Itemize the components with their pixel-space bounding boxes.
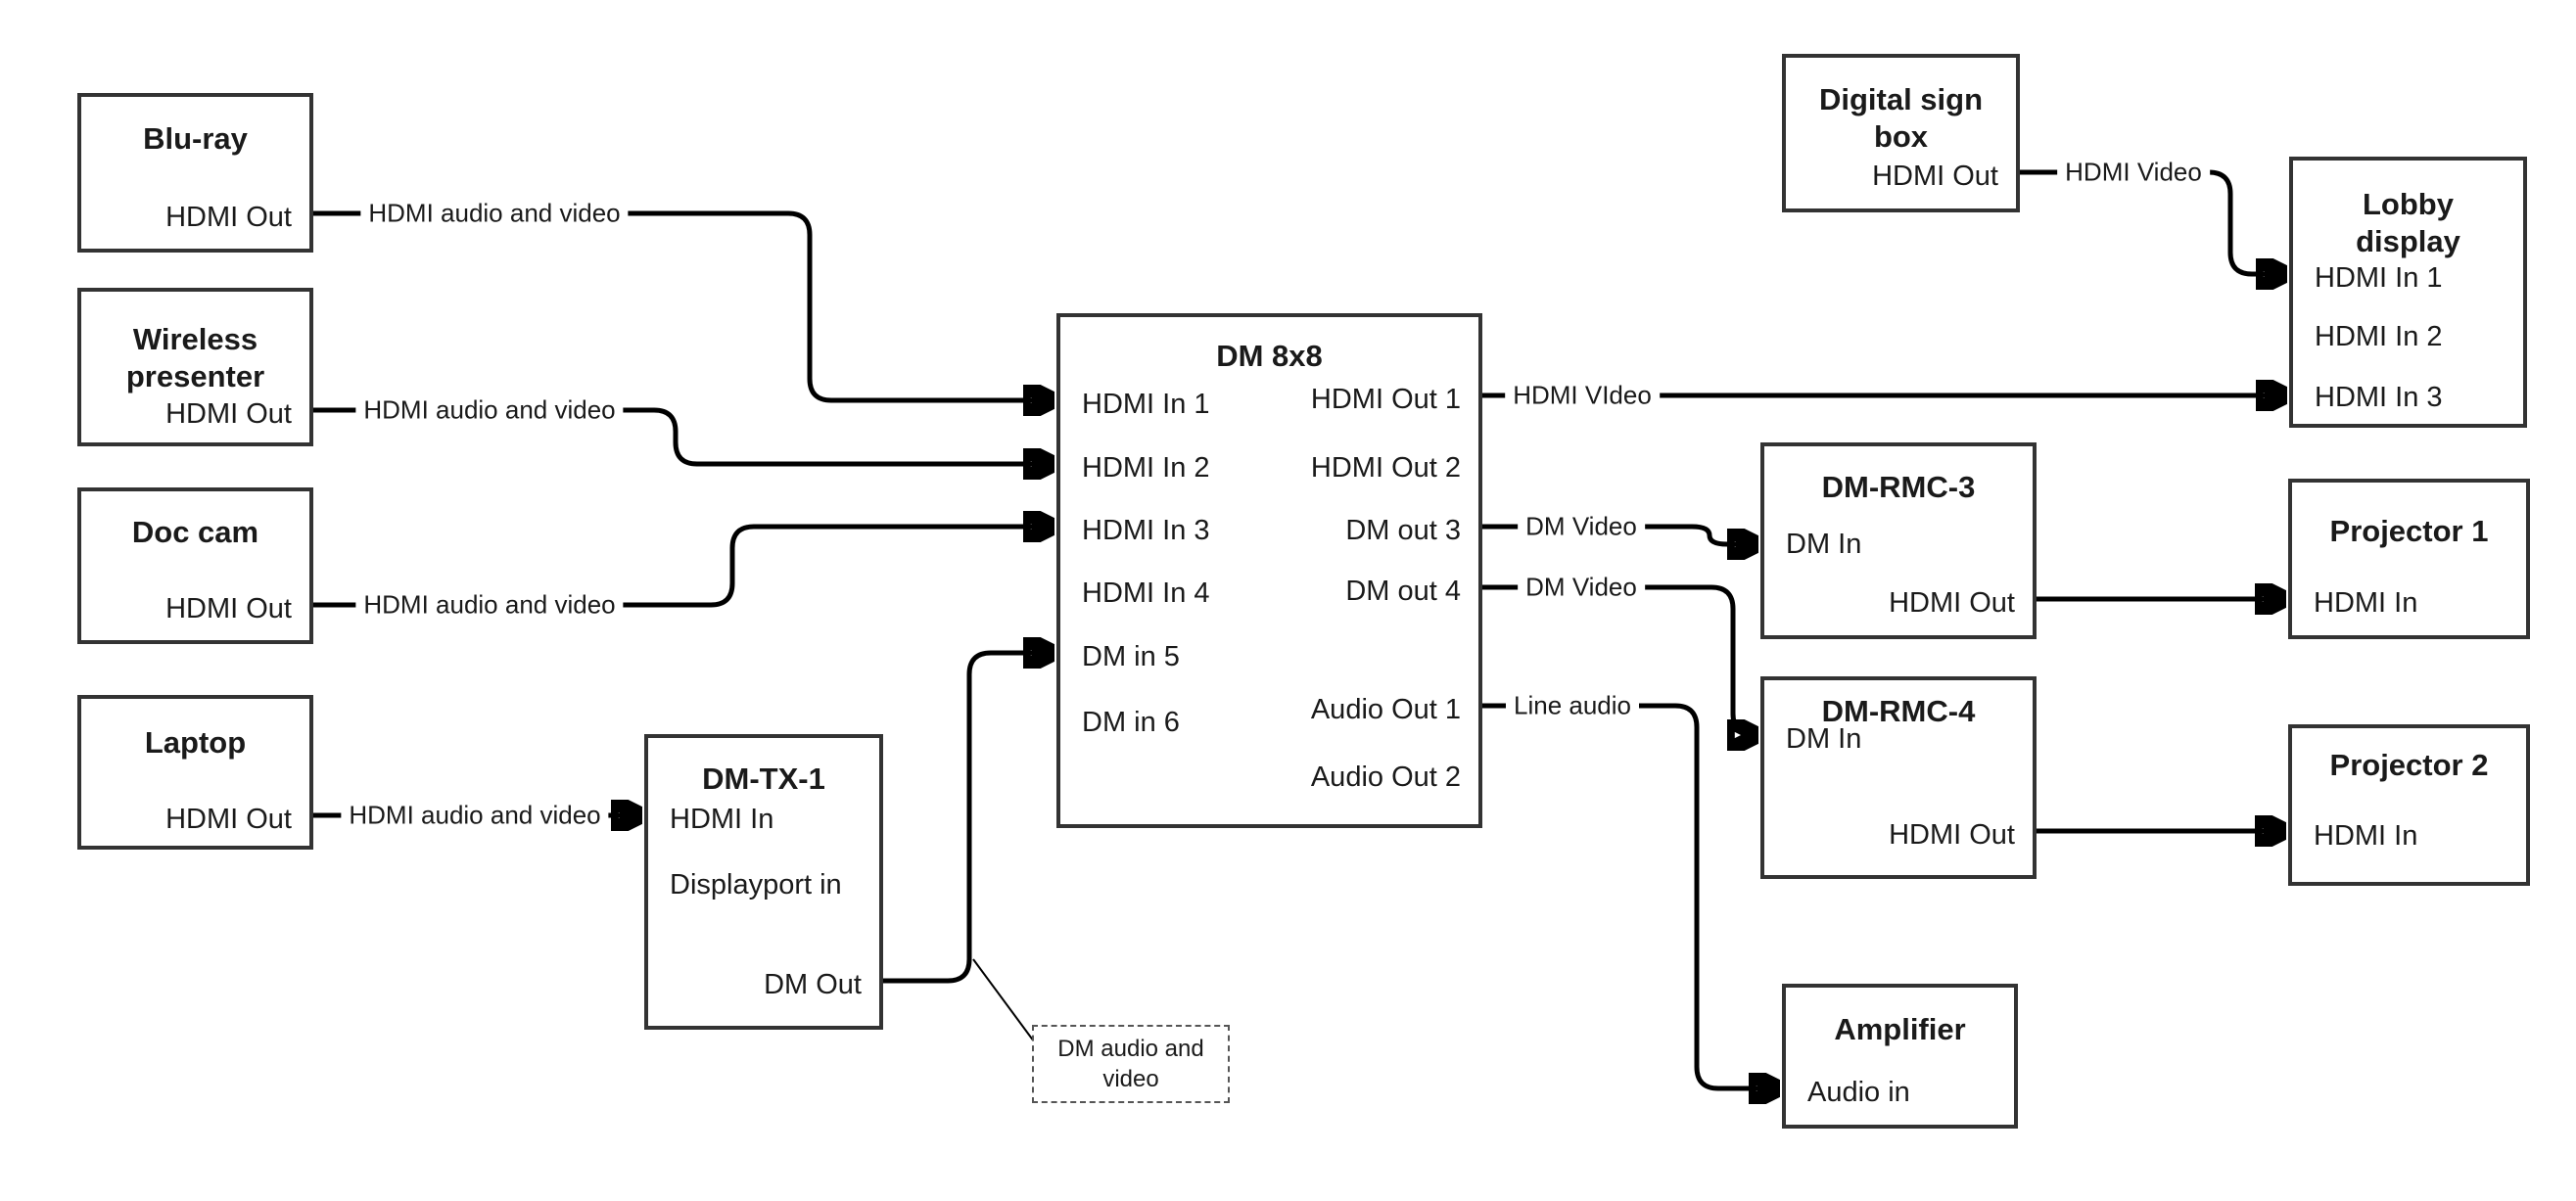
node-wireless-presenter: Wireless presenter HDMI Out [77,288,313,446]
port-audio-out-1: Audio Out 1 [1310,694,1461,725]
wire-digitalsign-to-lobby-in1 [2020,169,2282,274]
port-hdmi-in-1: HDMI In 1 [1082,389,1210,420]
node-dm-rmc-3: DM-RMC-3 DM In HDMI Out [1760,442,2037,639]
port-audio-out-2: Audio Out 2 [1310,762,1461,793]
port-dm-out: DM Out [764,969,862,1000]
note-dm-audio-and-video: DM audio and video [1032,1025,1230,1103]
edge-label-doccam: HDMI audio and video [355,589,624,621]
wire-wireless-to-dm8x8-in2 [313,407,1050,464]
node-title: DM-RMC-3 [1821,470,1976,504]
node-title: DM-TX-1 [702,762,825,796]
port-dm-in: DM In [1786,529,1862,560]
node-lobby-display: Lobby display HDMI In 1 HDMI In 2 HDMI I… [2289,157,2527,428]
port-dm-in: DM In [1786,723,1862,755]
node-amplifier: Amplifier Audio in [1782,984,2018,1129]
node-title: Projector 1 [2329,514,2489,548]
port-hdmi-in-3: HDMI In 3 [1082,515,1210,546]
wire-doccam-to-dm8x8-in3 [313,527,1050,608]
port-hdmi-in-2: HDMI In 2 [2315,321,2443,352]
wire-dm8x8-audio1-to-amplifier [1482,703,1775,1088]
wire-dm8x8-out3-to-rmc3 [1482,524,1754,544]
node-title: DM-RMC-4 [1821,694,1976,728]
edge-label-digital-sign: HDMI Video [2057,157,2210,188]
port-dm-out-3: DM out 3 [1345,515,1461,546]
port-hdmi-in: HDMI In [2314,587,2418,619]
node-doc-cam: Doc cam HDMI Out [77,487,313,644]
node-title: Digital sign box [1818,82,1984,154]
edge-label-dm-out-3: DM Video [1518,511,1645,542]
port-hdmi-out: HDMI Out [165,593,292,624]
port-hdmi-in: HDMI In [670,804,774,835]
port-hdmi-out-2: HDMI Out 2 [1310,452,1461,484]
node-title: Amplifier [1834,1012,1966,1046]
node-title: Projector 2 [2329,748,2489,782]
node-blu-ray: Blu-ray HDMI Out [77,93,313,253]
node-title: Lobby display [2356,187,2460,258]
edge-label-hdmi-out-1: HDMI VIdeo [1505,380,1660,411]
edge-label-audio-out-1: Line audio [1506,690,1639,721]
port-audio-in: Audio in [1807,1077,1910,1108]
node-digital-sign-box: Digital sign box HDMI Out [1782,54,2020,212]
port-hdmi-out: HDMI Out [1889,587,2015,619]
node-dm-8x8: DM 8x8 HDMI In 1 HDMI In 2 HDMI In 3 HDM… [1056,313,1482,828]
port-dm-in-5: DM in 5 [1082,641,1180,672]
port-hdmi-in-3: HDMI In 3 [2315,382,2443,413]
wire-dmtx1-to-dm8x8-in5 [883,653,1050,984]
port-hdmi-out-1: HDMI Out 1 [1310,384,1461,415]
port-dm-in-6: DM in 6 [1082,707,1180,738]
port-hdmi-out: HDMI Out [1889,819,2015,851]
port-hdmi-in-1: HDMI In 1 [2315,262,2443,294]
node-title: Wireless presenter [125,322,265,393]
edge-label-laptop: HDMI audio and video [341,800,609,831]
wire-dm8x8-out4-to-rmc4 [1482,584,1754,735]
port-hdmi-out: HDMI Out [165,398,292,430]
node-projector-1: Projector 1 HDMI In [2288,479,2530,639]
node-title: DM 8x8 [1216,339,1323,373]
port-hdmi-out: HDMI Out [165,202,292,233]
node-title: Laptop [144,725,247,760]
port-displayport-in: Displayport in [670,869,842,901]
edge-label-bluray: HDMI audio and video [360,198,629,229]
port-hdmi-out: HDMI Out [1872,161,1998,192]
port-hdmi-in-4: HDMI In 4 [1082,577,1210,609]
port-hdmi-out: HDMI Out [165,804,292,835]
edge-label-wireless: HDMI audio and video [355,394,624,426]
node-dm-tx-1: DM-TX-1 HDMI In Displayport in DM Out [644,734,883,1030]
node-title: Doc cam [131,515,259,549]
wire-bluray-to-dm8x8-in1 [313,210,1050,400]
port-hdmi-in-2: HDMI In 2 [1082,452,1210,484]
node-title: Blu-ray [143,121,248,156]
port-hdmi-in: HDMI In [2314,820,2418,852]
node-laptop: Laptop HDMI Out [77,695,313,850]
node-projector-2: Projector 2 HDMI In [2288,724,2530,886]
note-callout-line [972,958,1035,1042]
node-dm-rmc-4: DM-RMC-4 DM In HDMI Out [1760,676,2037,879]
edge-label-dm-out-4: DM Video [1518,572,1645,603]
port-dm-out-4: DM out 4 [1345,576,1461,607]
